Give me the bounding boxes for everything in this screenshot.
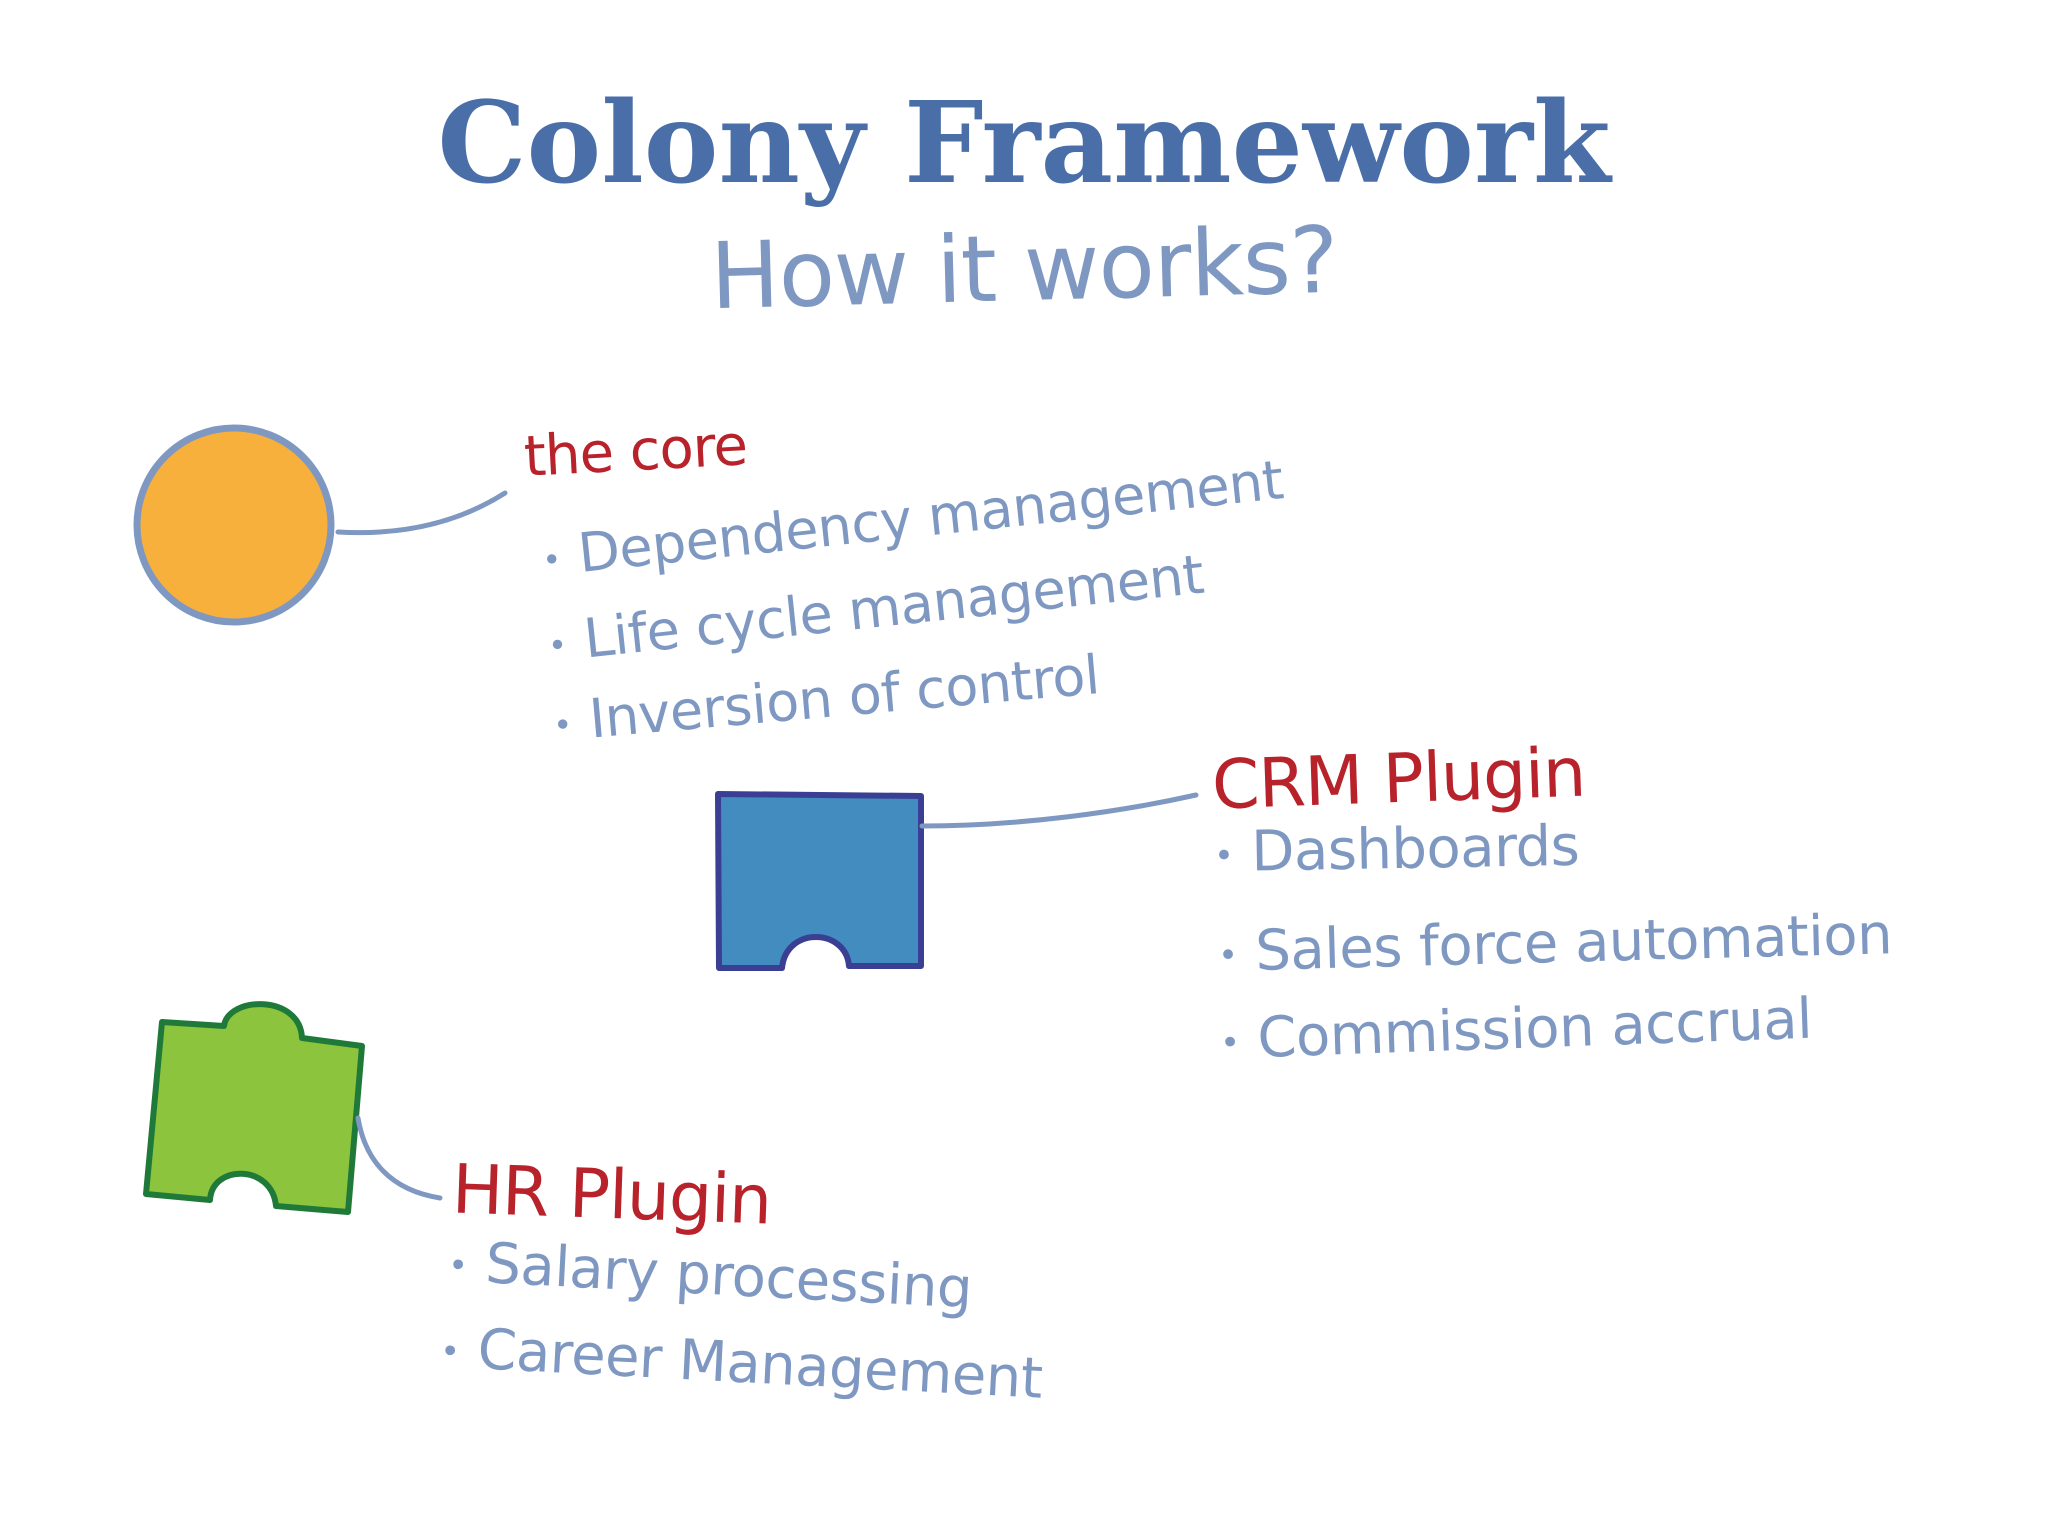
core-heading: the core xyxy=(522,413,749,490)
crm-plugin-heading: CRM Plugin xyxy=(1210,733,1587,826)
crm-puzzle-icon xyxy=(715,791,924,971)
page-title: Colony Framework xyxy=(437,78,1611,209)
hr-puzzle-icon xyxy=(143,1001,365,1215)
crm-connector-line xyxy=(919,792,1199,829)
core-connector-line xyxy=(335,490,508,536)
hr-connector-line xyxy=(355,1115,443,1201)
hr-plugin-heading: HR Plugin xyxy=(450,1150,773,1241)
core-circle-icon xyxy=(133,424,335,626)
crm-plugin-item-text: Dashboards xyxy=(1250,813,1580,885)
crm-plugin-item: •Dashboards xyxy=(1213,813,1580,885)
crm-plugin-item: •Sales force automation xyxy=(1217,902,1893,984)
